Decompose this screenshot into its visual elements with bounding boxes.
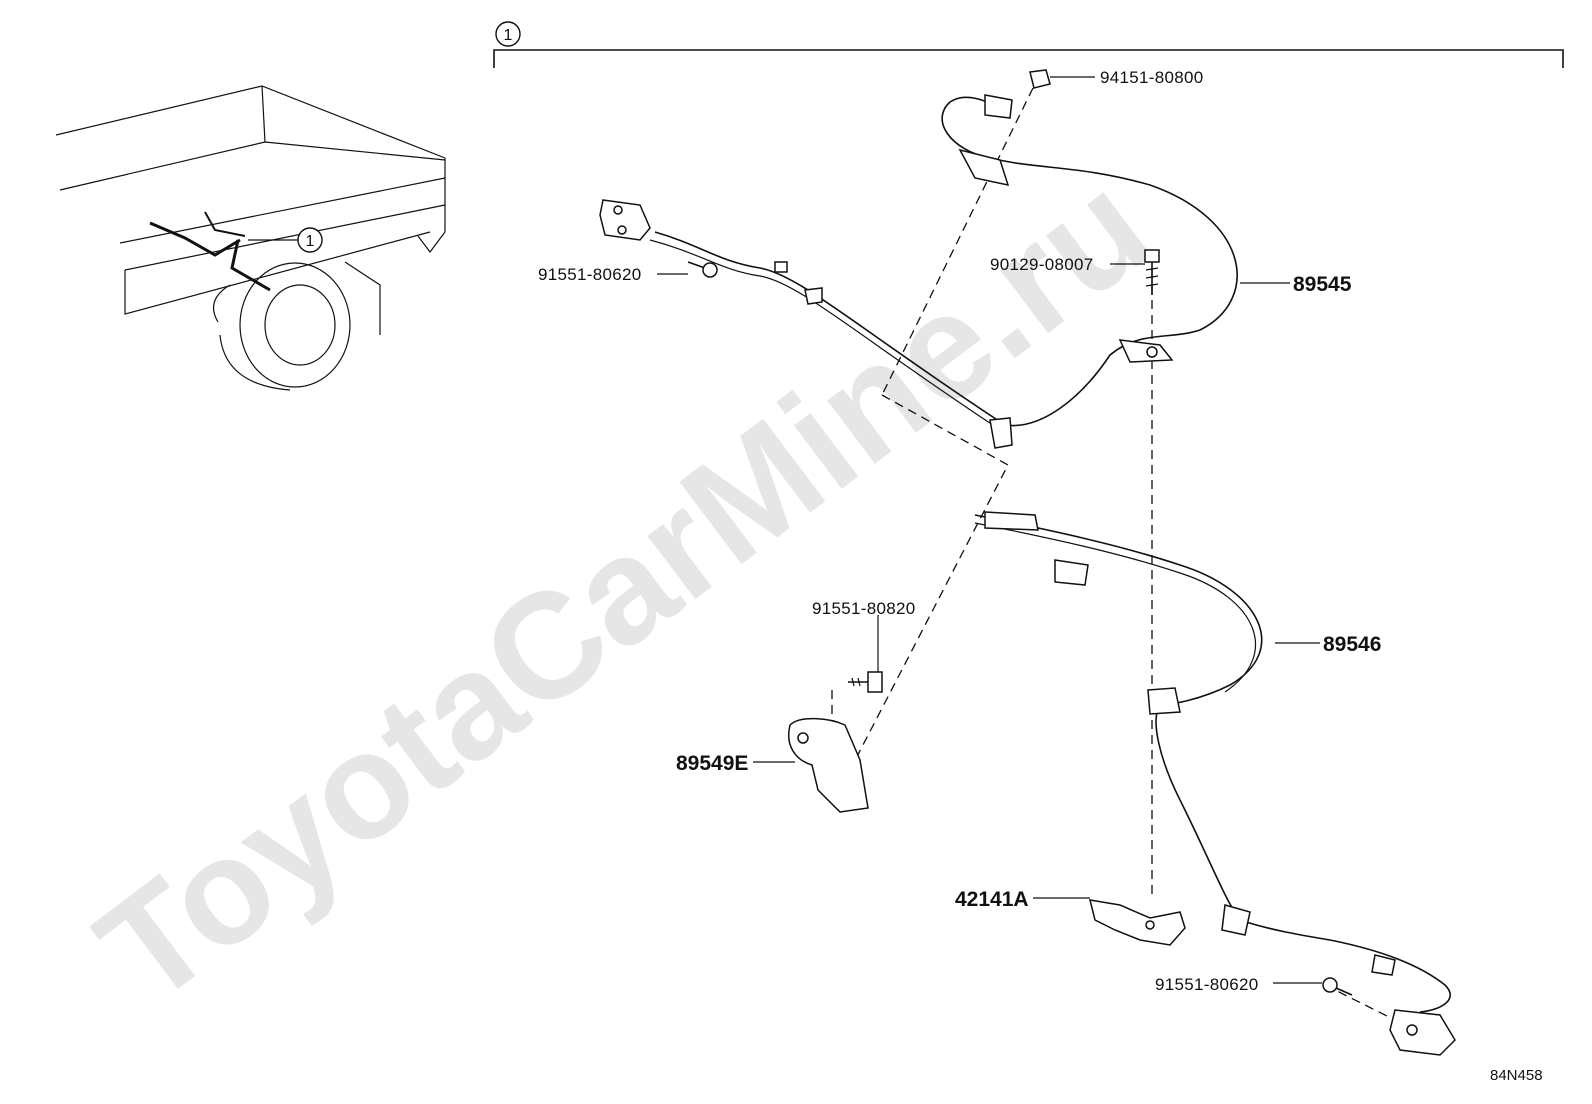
sensor-wire-89545 bbox=[599, 94, 1238, 449]
label-91551-80620-top: 91551-80620 bbox=[538, 265, 642, 284]
vehicle-inset: 1 bbox=[55, 85, 446, 391]
label-89545: 89545 bbox=[1293, 273, 1352, 296]
bolt-91551-80820 bbox=[848, 671, 883, 693]
label-91551-80820: 91551-80820 bbox=[812, 599, 916, 618]
bolt-91551-80620-bottom bbox=[1322, 977, 1353, 996]
diagram-code: 84N458 bbox=[1490, 1067, 1543, 1084]
clip-94151 bbox=[1029, 69, 1051, 89]
group-bracket: 1 bbox=[493, 21, 1564, 68]
label-89546: 89546 bbox=[1323, 633, 1381, 656]
label-90129-08007: 90129-08007 bbox=[990, 255, 1094, 274]
group-marker-circle bbox=[495, 21, 521, 47]
label-91551-80620-bottom: 91551-80620 bbox=[1155, 975, 1259, 994]
group-marker: 1 bbox=[504, 27, 513, 44]
bolt-90129 bbox=[1144, 249, 1160, 295]
sensor-wire-89546 bbox=[974, 511, 1456, 1056]
bolt-91551-80620-top bbox=[687, 261, 718, 278]
dashed-guides bbox=[831, 87, 1396, 1021]
label-42141A: 42141A bbox=[955, 888, 1029, 911]
label-94151-80800: 94151-80800 bbox=[1100, 68, 1204, 87]
inset-marker-circle bbox=[297, 227, 323, 253]
inset-marker: 1 bbox=[306, 233, 315, 250]
label-89549E: 89549E bbox=[676, 752, 748, 775]
bracket-42141A bbox=[1088, 899, 1186, 946]
leader-lines bbox=[657, 76, 1322, 984]
bracket-89549E bbox=[788, 717, 869, 813]
